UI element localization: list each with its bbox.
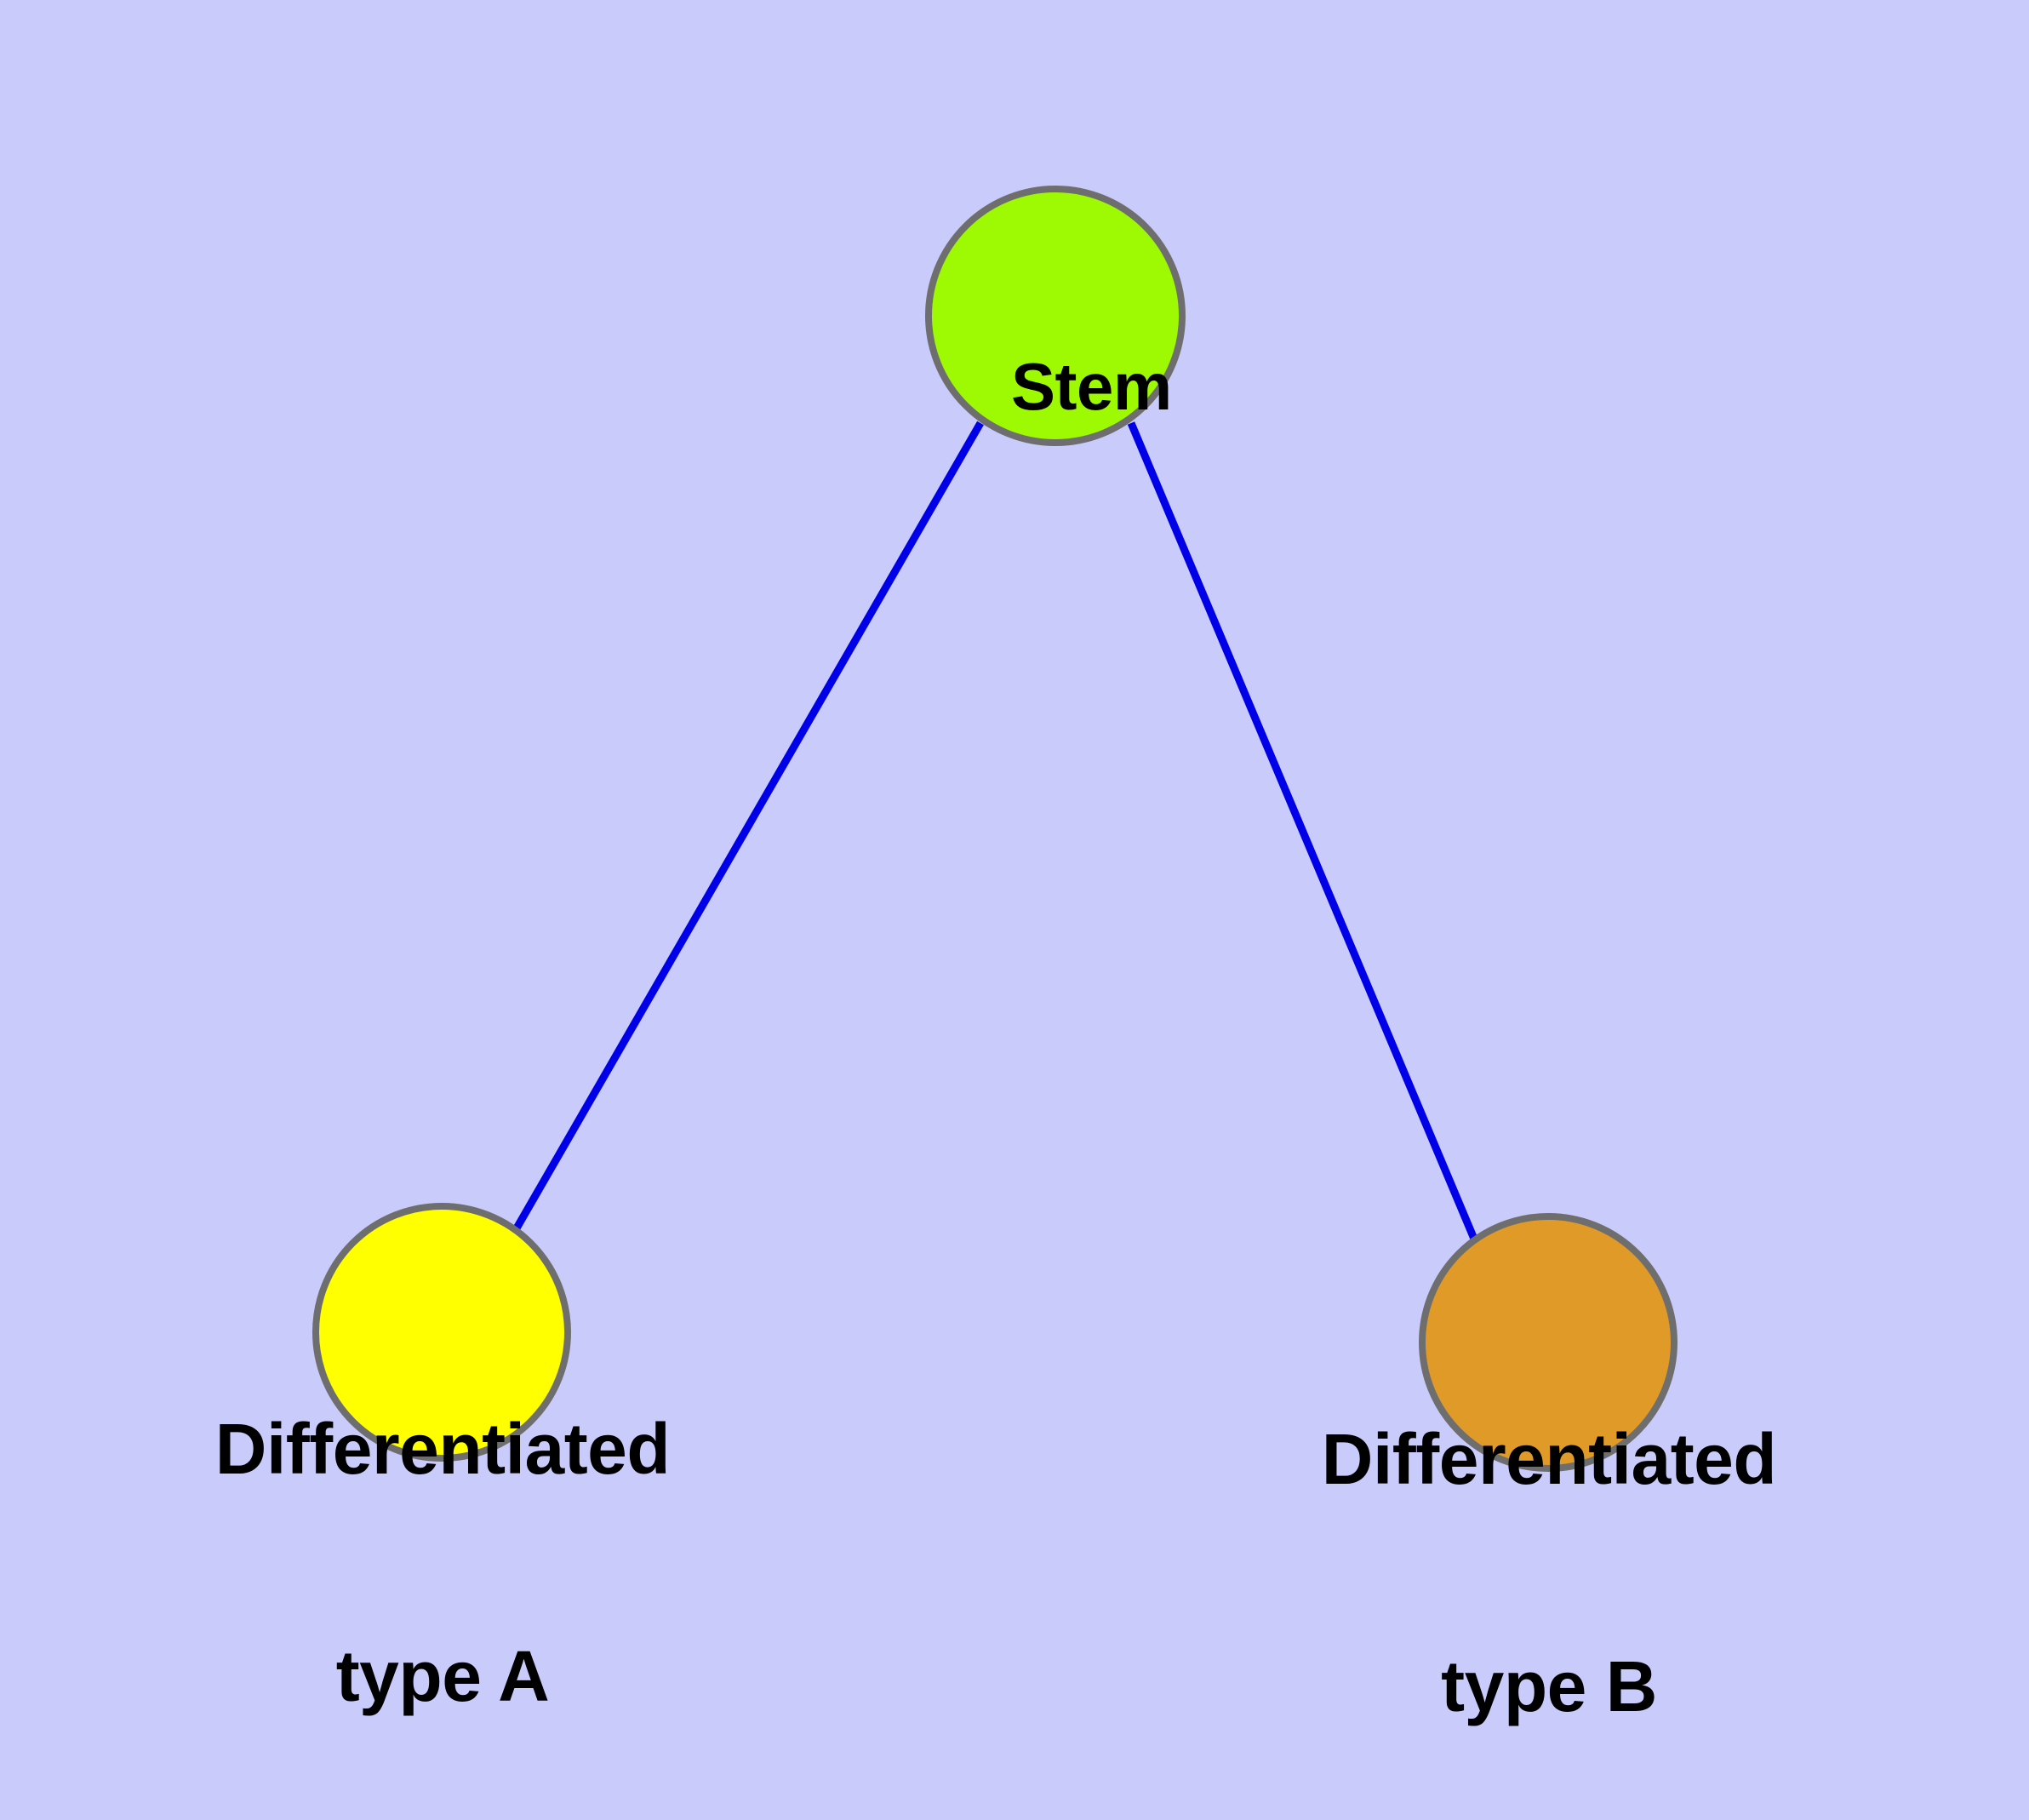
edge-stem-to-differentiated-type-b[interactable] [1127, 421, 1480, 1245]
node-differentiated-type-a[interactable] [312, 1203, 571, 1462]
edge-stem-to-differentiated-type-a[interactable] [511, 421, 984, 1235]
node-layer [312, 186, 1677, 1472]
node-differentiated-type-b[interactable] [1419, 1213, 1677, 1472]
node-stem[interactable] [925, 186, 1186, 446]
edge-layer [511, 421, 1480, 1245]
